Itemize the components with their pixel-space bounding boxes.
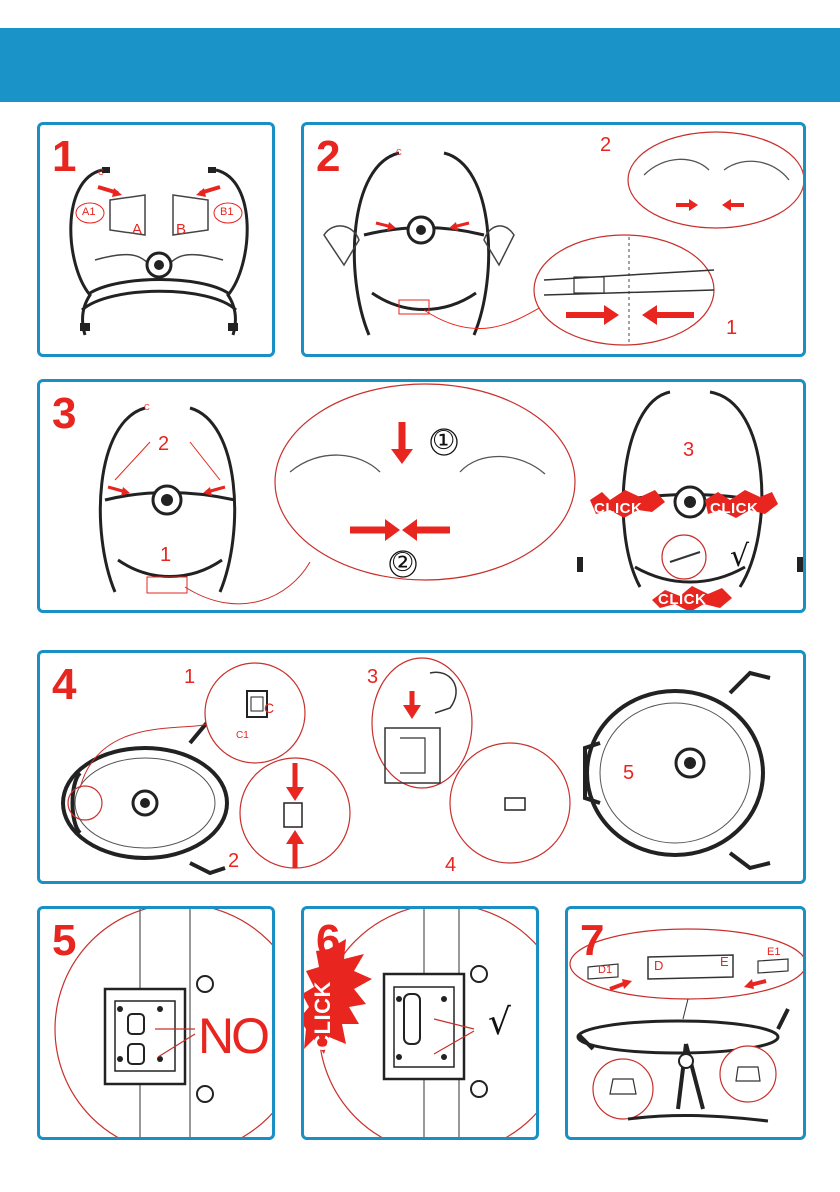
step-3-sub-3: 3 (683, 440, 694, 460)
circled-1: ① (432, 428, 455, 454)
step-4-sub-5: 5 (623, 763, 634, 783)
step-6-panel: 6 CLICK √ (301, 906, 539, 1140)
step-2-number: 2 (316, 135, 340, 179)
step-1-panel: 1 A1 A B B1 C (37, 122, 275, 357)
step-4-panel: 4 1 2 3 4 5 C C1 (37, 650, 806, 884)
click-bottom: CLICK (658, 592, 706, 607)
step-4-number: 4 (52, 663, 76, 707)
step-1-number: 1 (52, 135, 76, 179)
label-a1: A1 (82, 207, 95, 218)
header-banner (0, 28, 840, 102)
step-7-panel: 7 D1 D E E1 (565, 906, 806, 1140)
label-c: C (98, 169, 104, 177)
step-2-label-c: C (396, 149, 402, 157)
label-e: E (720, 955, 729, 968)
label-e1: E1 (767, 947, 780, 958)
click-vertical: CLICK (312, 981, 334, 1051)
step-4-label-c: C (264, 701, 274, 715)
click-left: CLICK (594, 501, 642, 516)
step-4-sub-3: 3 (367, 667, 378, 687)
step-4-sub-2: 2 (228, 851, 239, 871)
label-b1: B1 (220, 207, 233, 218)
step-4-label-c1: C1 (236, 731, 249, 741)
check-mark-3: √ (730, 542, 749, 572)
label-b: B (176, 222, 186, 237)
step-2-sub-2: 2 (600, 135, 611, 155)
step-4-illustration (40, 653, 806, 884)
step-3-sub-2: 2 (158, 434, 169, 454)
step-6-number: 6 (316, 919, 340, 963)
label-d1: D1 (598, 965, 612, 976)
step-5-panel: 5 NO (37, 906, 275, 1140)
circled-2: ② (391, 550, 414, 576)
label-a: A (132, 222, 142, 237)
click-right: CLICK (710, 501, 758, 516)
check-mark-6: √ (488, 1005, 511, 1041)
step-2-sub-1: 1 (726, 318, 737, 338)
step-3-number: 3 (52, 392, 76, 436)
step-4-sub-4: 4 (445, 855, 456, 875)
result-no: NO (198, 1011, 267, 1061)
step-3-sub-1: 1 (160, 545, 171, 565)
step-3-illustration (40, 382, 806, 613)
step-5-number: 5 (52, 919, 76, 963)
step-3-label-c: C (144, 404, 150, 412)
label-d: D (654, 959, 663, 972)
step-4-sub-1: 1 (184, 667, 195, 687)
step-7-number: 7 (580, 919, 604, 963)
step-2-panel: 2 2 1 C (301, 122, 806, 357)
step-3-panel: 3 2 1 3 ① ② CLICK CLICK CLICK √ C (37, 379, 806, 613)
